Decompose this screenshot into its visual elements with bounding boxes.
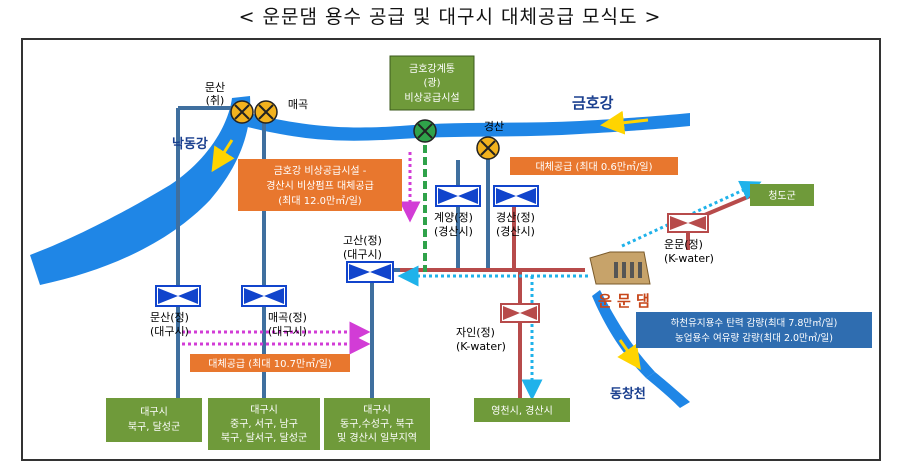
plant-jain-owner: (K-water) <box>456 340 506 353</box>
callout-gyeongsan-text: 대체공급 (최대 0.6만㎥/일) <box>535 160 652 173</box>
plant-gyeyang-owner: (경산시) <box>434 225 473 238</box>
intake-geumho-temp-icon <box>413 119 437 143</box>
dest-5-text: 청도군 <box>768 190 796 202</box>
dest-box-5 <box>750 184 814 206</box>
dest-4-text: 영천시, 경산시 <box>491 404 553 417</box>
intake-munsan-icon <box>230 100 254 124</box>
callout-gyeongsan-supply <box>510 157 678 175</box>
callout-dam-line2: 농업용수 여유량 감량(최대 2.0만㎥/일) <box>675 332 833 344</box>
plant-maegok-owner: (대구시) <box>268 325 307 338</box>
dest-1-line2: 북구, 달성군 <box>128 421 180 433</box>
callout-dam-reduction <box>636 312 872 348</box>
dest-1-line1: 대구시 <box>140 406 168 418</box>
dest-2-line1: 대구시 <box>250 404 278 416</box>
plant-munsan-name: 문산(정) <box>150 311 189 324</box>
nakdong-river <box>30 96 251 285</box>
callout-daegu-supply <box>190 354 350 372</box>
intake-munsan-label: 문산 <box>205 81 225 94</box>
diagram-title: < 운문댐 용수 공급 및 대구시 대체공급 모식도 > <box>238 6 662 28</box>
dongchang-river-lower <box>646 372 690 408</box>
callout-emergency-line1: 금호강 비상공급시설 - <box>274 165 367 177</box>
dest-box-2 <box>208 398 320 450</box>
dest-3-line3: 및 경산시 일부지역 <box>337 431 417 444</box>
callout-dam-line1: 하천유지용수 탄력 감량(최대 7.8만㎥/일) <box>671 317 838 329</box>
intake-gyeongsan-icon <box>476 136 500 160</box>
plant-jain-name: 자인(정) <box>456 326 495 339</box>
river-dongchang-label: 동창천 <box>610 386 646 402</box>
dest-3-line2: 동구,수성구, 북구 <box>340 418 414 430</box>
geumho-flow-arrow <box>600 110 649 135</box>
unmun-dam-label: 운 문 댐 <box>598 292 650 310</box>
intake-maegok-label: 매곡 <box>288 98 308 111</box>
geumho-temp-line1: 금호강계통 <box>409 63 455 75</box>
plant-gyeongsan-icon <box>493 185 539 207</box>
dest-box-3 <box>324 398 430 450</box>
plant-maegok-icon <box>241 285 287 307</box>
geumho-temp-box <box>389 55 475 111</box>
intake-munsan-sub: (취) <box>206 94 225 107</box>
callout-emergency-line2: 경산시 비상펌프 대체공급 <box>266 179 374 192</box>
dest-2-line2: 중구, 서구, 남구 <box>230 418 298 430</box>
dest-2-line3: 북구, 달서구, 달성군 <box>221 432 307 444</box>
plant-unmun-name: 운문(정) <box>664 238 703 251</box>
plant-gosan-name: 고산(정) <box>343 234 382 247</box>
unmun-dam-icon <box>589 251 651 285</box>
callout-emergency-line3: (최대 12.0만㎥/일) <box>278 194 362 207</box>
plant-gyeyang-icon <box>435 185 481 207</box>
plant-gyeongsan-name: 경산(정) <box>496 211 535 224</box>
plant-munsan-icon <box>155 285 201 307</box>
plant-gyeongsan-owner: (경산시) <box>496 225 535 238</box>
intake-maegok-icon <box>254 100 278 124</box>
plant-munsan-owner: (대구시) <box>150 325 189 338</box>
dest-box-4 <box>474 398 570 422</box>
plant-jain-icon <box>500 303 540 323</box>
river-nakdong-label: 낙동강 <box>172 136 208 152</box>
plant-gyeyang-name: 계양(정) <box>434 211 473 224</box>
nakdong-flow-arrow <box>211 139 235 173</box>
geumho-river <box>236 110 690 141</box>
plant-unmun-icon <box>667 213 709 233</box>
plant-gosan-icon <box>346 261 394 283</box>
plant-maegok-name: 매곡(정) <box>268 311 307 324</box>
dest-box-1 <box>106 398 202 442</box>
dongchang-flow-arrow <box>617 339 641 370</box>
callout-daegu-text: 대체공급 (최대 10.7만㎥/일) <box>208 357 331 370</box>
geumho-temp-line2: (광) <box>423 77 440 89</box>
geumho-temp-line3: 비상공급시설 <box>404 92 459 104</box>
river-geumho-label: 금호강 <box>572 94 614 112</box>
intake-gyeongsan-label: 경산 <box>484 120 504 133</box>
callout-emergency-pump <box>238 159 402 211</box>
diagram-frame <box>21 38 881 461</box>
plant-gosan-owner: (대구시) <box>343 248 382 261</box>
dest-3-line1: 대구시 <box>363 404 391 416</box>
plant-unmun-owner: (K-water) <box>664 252 714 265</box>
